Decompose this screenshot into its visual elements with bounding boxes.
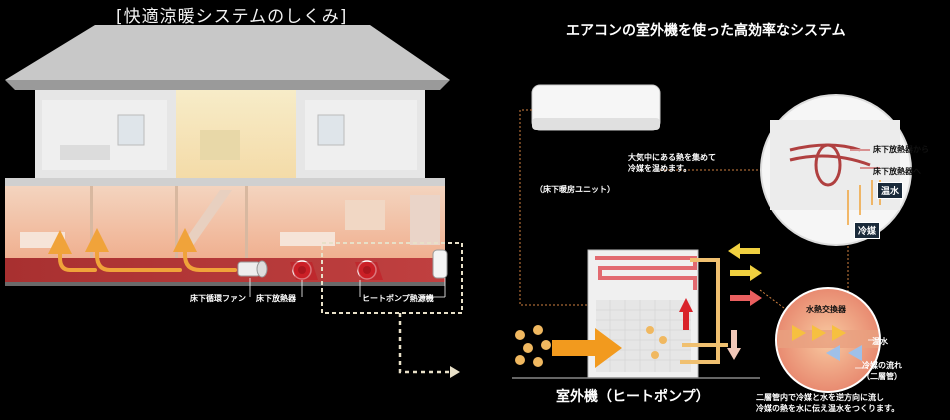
water-heat-exchanger <box>775 287 881 393</box>
label-outdoor-unit: 室外機（ヒートポンプ） <box>556 389 710 405</box>
air-heat-note-line2: 冷媒を温めます。 <box>628 164 692 173</box>
air-heat-note-line1: 大気中にある熱を集めて <box>628 153 716 162</box>
bottom-note-line2: 冷媒の熱を水に伝え温水をつくります。 <box>756 404 900 413</box>
bottom-note-line1: 二層管内で冷媒と水を逆方向に流し <box>756 393 884 402</box>
label-indoor-unit: （床下暖房ユニット） <box>535 185 615 194</box>
refrigerant-flow-line2: （二層管） <box>862 372 902 381</box>
underfloor-radiators <box>290 260 383 280</box>
left-leader-lines <box>249 278 446 298</box>
label-to-radiator: 床下放熱器へ <box>873 167 921 176</box>
house-roof <box>5 25 450 90</box>
right-title: エアコンの室外機を使った高効率なシステム <box>566 23 846 39</box>
label-from-radiator: 床下放熱器から <box>873 145 929 154</box>
air-intake-arrow <box>552 328 622 368</box>
house-upper-floor <box>35 90 425 178</box>
warm-air-arrows <box>48 228 237 272</box>
indoor-unit <box>531 84 661 131</box>
refrigerant-flow-label: 冷媒の流れ （二層管） <box>862 360 902 382</box>
air-heat-note: 大気中にある熱を集めて 冷媒を温めます。 <box>628 152 716 174</box>
air-heat-particles <box>515 325 667 367</box>
label-heatpump-unit: ヒートポンプ熱源機 <box>362 294 434 303</box>
label-underfloor-radiator: 床下放熱器 <box>256 294 296 303</box>
underfloor-fan <box>237 260 268 278</box>
label-water-heat-exchanger: 水熱交換器 <box>806 305 846 314</box>
refrigerant-pipes <box>595 256 728 364</box>
tag-refrigerant: 冷媒 <box>854 222 881 239</box>
label-underfloor-fan: 床下循環ファン <box>190 294 246 303</box>
refrigerant-flow-line1: 冷媒の流れ <box>862 361 902 370</box>
tag-hot-water: 温水 <box>877 182 904 199</box>
link-arrowhead <box>450 366 460 378</box>
house-ground-floor <box>5 178 445 258</box>
indoor-detail-circle <box>760 94 912 246</box>
flow-arrows <box>679 243 762 360</box>
left-title: [快適涼暖システムのしくみ] <box>116 7 348 27</box>
heatpump-heat-source <box>321 242 463 314</box>
label-hot-water: 温水 <box>872 337 888 346</box>
dotted-link-path <box>398 313 450 374</box>
bottom-note: 二層管内で冷媒と水を逆方向に流し 冷媒の熱を水に伝え温水をつくります。 <box>756 392 899 414</box>
